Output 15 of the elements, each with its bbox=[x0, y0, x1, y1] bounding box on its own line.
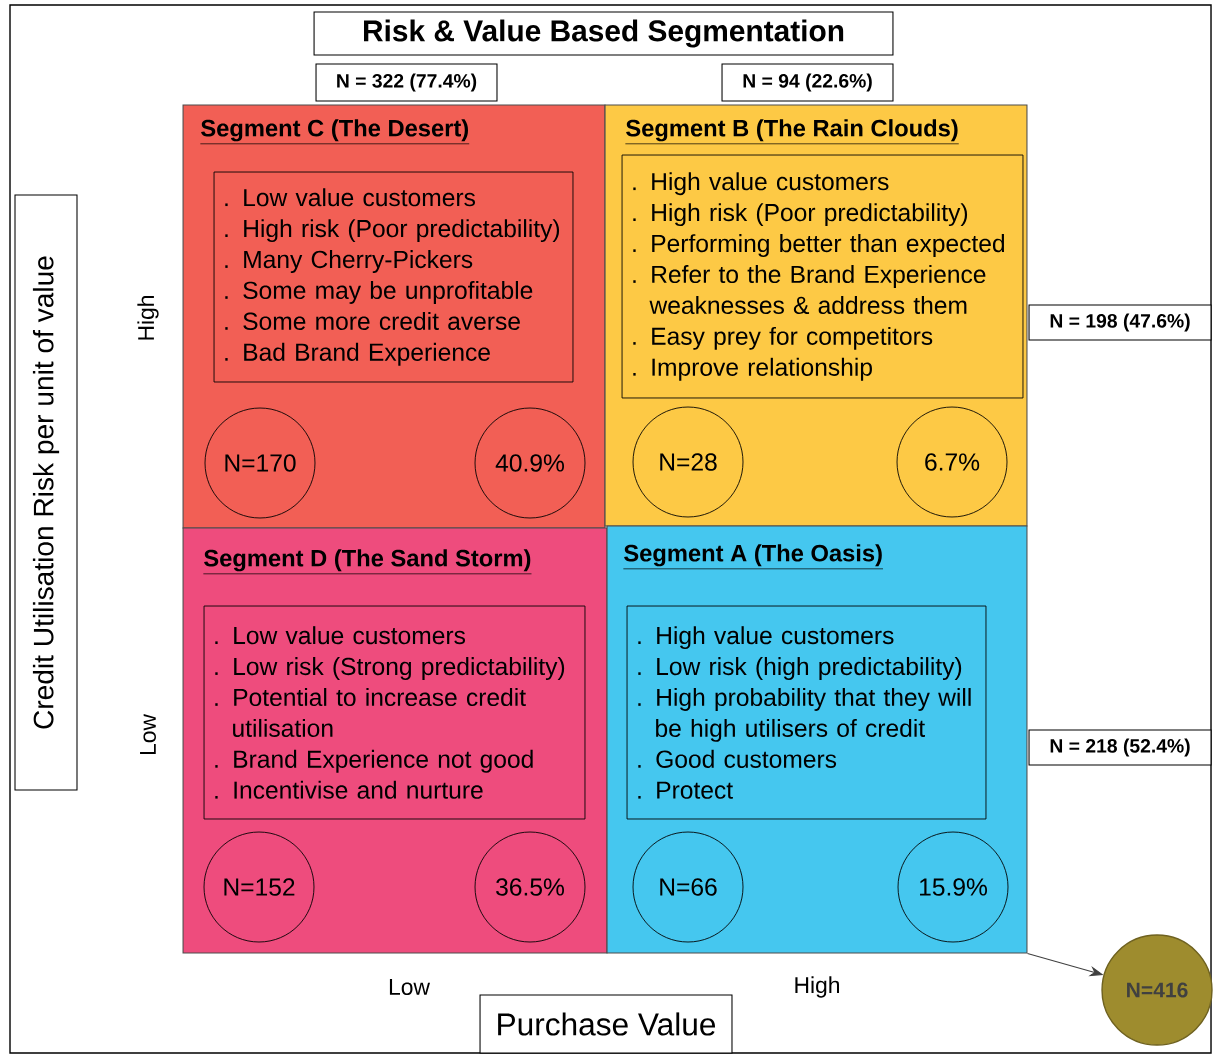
bullet-list-box: . High value customers . High risk (Poor predictability) . Performing better than expected . Refer to the Brand Experience weaknesses & address them . Easy prey for competitors . Improve relationship bbox=[621, 154, 1024, 399]
count-box: N = 218 (52.4%) bbox=[1028, 729, 1212, 766]
axis-level-label: High bbox=[795, 976, 839, 998]
bullet-list-box: . Low value customers . Low risk (Strong predictability) . Potential to increase credit utilisation . Brand Experience not good . Incentivise and nurture bbox=[203, 605, 586, 820]
count-box: N = 94 (22.6%) bbox=[721, 63, 894, 102]
axis-level-label: Low bbox=[389, 979, 430, 995]
axis-title-box: Purchase Value bbox=[479, 994, 733, 1054]
axis-title-box: Credit Utilisation Risk per unit of value bbox=[14, 194, 78, 791]
bullet-list-box: . High value customers . Low risk (high predictability) . High probability that they will be high utilisers of credit . Good customers . Protect bbox=[626, 605, 987, 820]
axis-level-label: High bbox=[137, 296, 159, 340]
count-box: N = 322 (77.4%) bbox=[315, 63, 498, 102]
title-box: Risk & Value Based Segmentation bbox=[313, 11, 894, 56]
bullet-list-box: . Low value customers . High risk (Poor predictability) . Many Cherry-Pickers . Some may be unprofitable . Some more credit averse . Bad Brand Experience bbox=[213, 171, 574, 383]
axis-level-label: Low bbox=[140, 714, 156, 755]
count-box: N = 198 (47.6%) bbox=[1028, 304, 1212, 341]
